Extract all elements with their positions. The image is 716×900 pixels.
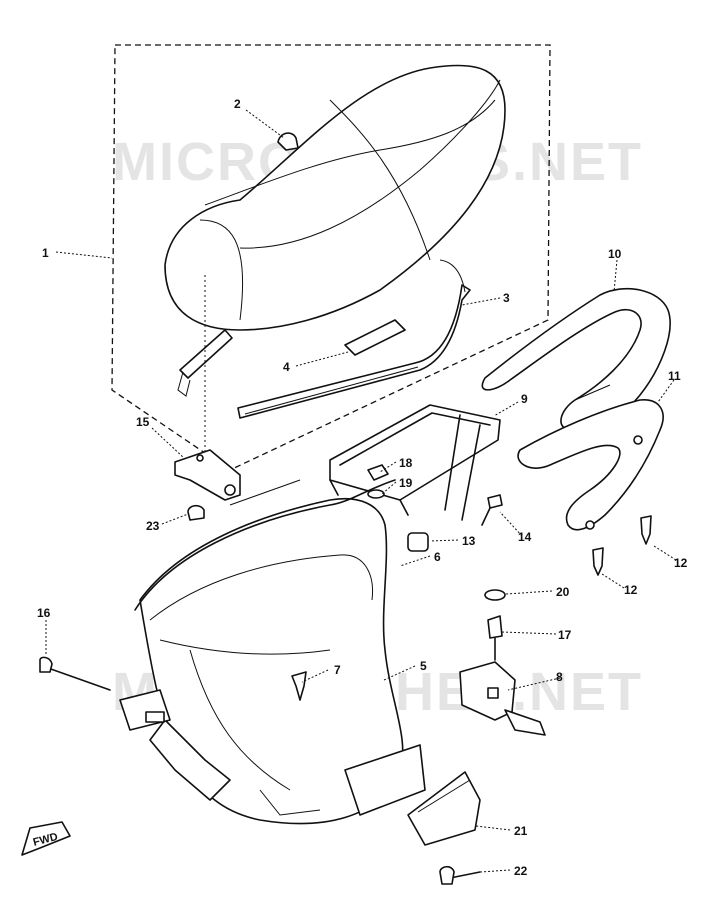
callout-16: 16 <box>37 606 51 620</box>
callout-3: 3 <box>503 291 510 305</box>
callout-9: 9 <box>521 392 528 406</box>
callout-1: 1 <box>42 246 49 260</box>
carrier-frame <box>329 404 501 521</box>
seat-assembly-boundary <box>111 44 551 471</box>
callout-11: 11 <box>668 369 681 383</box>
seat-latch <box>459 661 546 736</box>
seat <box>164 64 506 460</box>
seat-label-patch <box>344 319 406 356</box>
washer-20 <box>484 589 506 601</box>
fastener-hardware <box>187 464 503 552</box>
grab-bar <box>481 287 671 431</box>
screw-7 <box>291 671 307 701</box>
callout-12-upper: 12 <box>674 556 688 570</box>
box-bracket <box>407 771 481 846</box>
rear-cover <box>517 399 664 531</box>
stud-17 <box>487 615 503 661</box>
callout-7: 7 <box>334 663 341 677</box>
callout-14: 14 <box>518 530 532 544</box>
callout-21: 21 <box>514 824 528 838</box>
callout-18: 18 <box>399 456 413 470</box>
long-bolt <box>39 656 111 691</box>
callout-leaders <box>45 109 677 873</box>
callout-20: 20 <box>556 585 570 599</box>
callout-4: 4 <box>283 360 290 374</box>
callout-2: 2 <box>234 97 241 111</box>
callout-17: 17 <box>558 628 572 642</box>
seat-seal-strip <box>237 259 471 419</box>
callout-10: 10 <box>608 247 622 261</box>
callout-23: 23 <box>146 519 160 533</box>
callout-15: 15 <box>136 415 150 429</box>
callout-19: 19 <box>399 476 413 490</box>
screw-12-a <box>592 547 604 576</box>
callout-22: 22 <box>514 864 528 878</box>
callout-numbers: 1 2 3 4 5 6 7 8 9 10 11 12 12 13 14 15 1… <box>37 97 688 878</box>
callout-13: 13 <box>462 534 476 548</box>
forward-direction-marker: FWD <box>21 821 71 856</box>
storage-box <box>119 479 426 825</box>
callout-12-lower: 12 <box>624 583 638 597</box>
screw-12-b <box>640 515 652 545</box>
screw-22 <box>439 865 481 885</box>
seat-hinge-bracket <box>174 449 241 501</box>
callout-5: 5 <box>420 659 427 673</box>
callout-8: 8 <box>556 670 563 684</box>
callout-6: 6 <box>434 550 441 564</box>
